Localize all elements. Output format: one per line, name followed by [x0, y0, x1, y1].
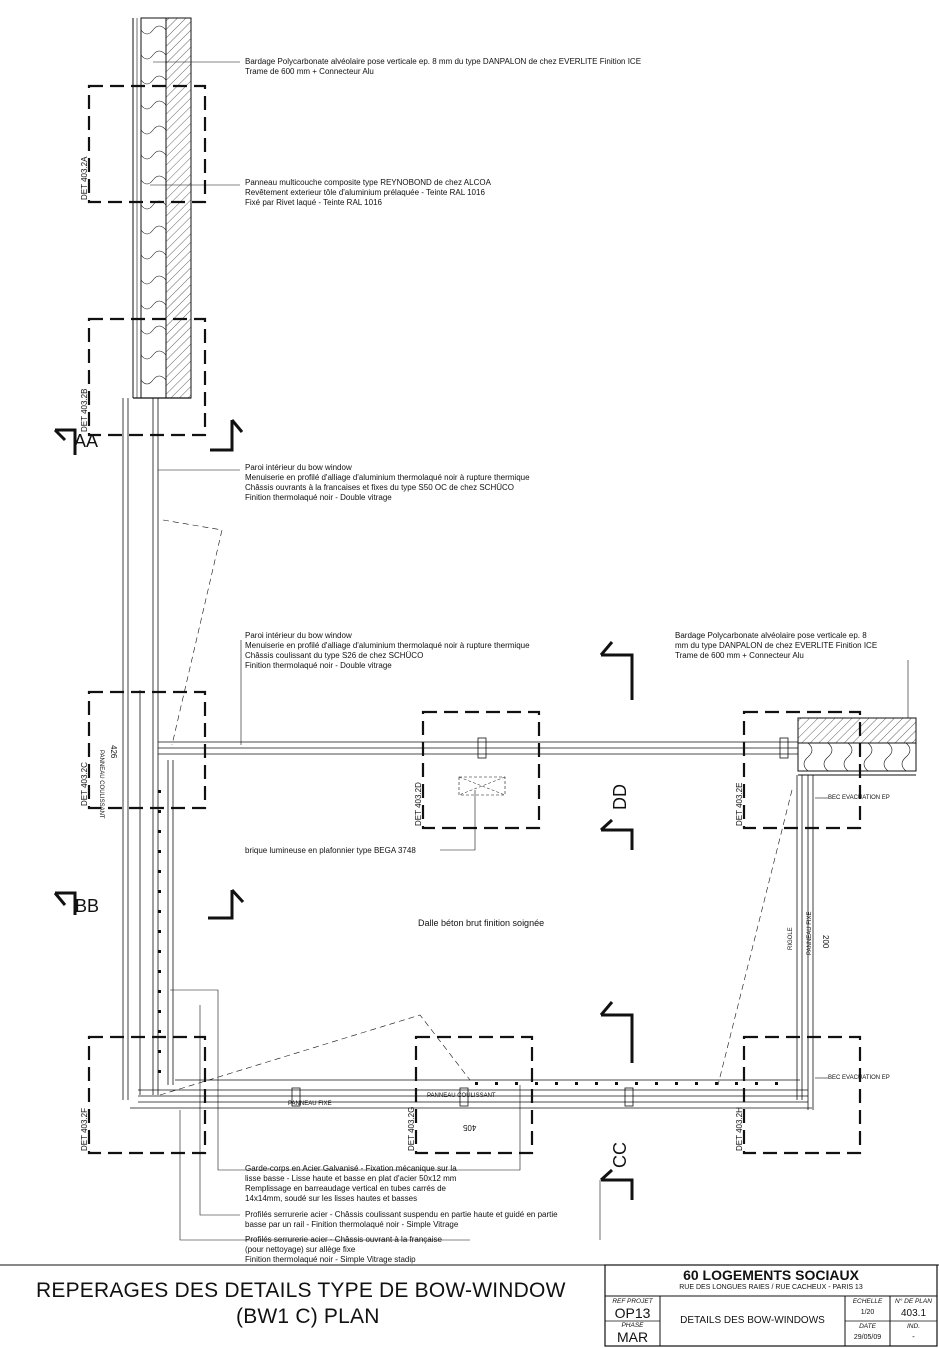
cartouche-address: RUE DES LONGUES RAIES / RUE CACHEUX - PA…: [679, 1284, 863, 1291]
label-bec-1: BEC EVACUATION EP: [828, 795, 890, 801]
detail-label-b: DET 403.2B: [80, 388, 89, 432]
section-mark-aa: [53, 419, 244, 455]
detail-label-d: DET 403.2D: [414, 782, 423, 826]
cartouche-ref-value: OP13: [614, 1305, 651, 1321]
detail-boxes: [87, 84, 862, 1155]
section-mark-dd: [599, 641, 634, 850]
label-panneau-fixe-vertical: PANNEAU FIXE: [807, 911, 813, 955]
note-garde-corps: Garde-corps en Acier Galvanisé - Fixatio…: [245, 1164, 457, 1203]
section-mark-cc: [599, 1001, 634, 1200]
detail-label-a: DET 403.2A: [80, 156, 89, 200]
cartouche-frame: [604, 1264, 938, 1347]
cartouche-ref-label: REF PROJET: [612, 1298, 653, 1305]
detail-label-f: DET 403.2F: [80, 1108, 89, 1151]
note-profiles-1: Profilés serrurerie acier - Châssis coul…: [245, 1210, 558, 1229]
section-mark-bb: [53, 888, 245, 920]
cartouche-project: 60 LOGEMENTS SOCIAUX: [683, 1267, 859, 1283]
detail-box-b: [87, 317, 207, 437]
cartouche-ind-value: -: [912, 1332, 915, 1341]
note-profiles-2: Profilés serrurerie acier - Châssis ouvr…: [245, 1235, 442, 1264]
cartouche-date-label: DATE: [859, 1323, 876, 1330]
left-rail-dots: [158, 790, 161, 1073]
section-label-cc: CC: [610, 1142, 630, 1168]
label-bec-2: BEC EVACUATION EP: [828, 1075, 890, 1081]
detail-box-f: [87, 1035, 207, 1155]
cartouche-ind-label: IND.: [907, 1323, 920, 1330]
cartouche-phase-label: PHASE: [621, 1322, 644, 1329]
note-dalle: Dalle béton brut finition soignée: [418, 918, 545, 928]
right-chassis: [796, 775, 814, 1110]
detail-box-d: [421, 710, 541, 830]
detail-box-e: [742, 710, 862, 830]
detail-box-a: [87, 84, 207, 204]
leader-lines: [150, 61, 909, 1241]
cartouche-plan-value: 403.1: [900, 1308, 927, 1319]
cartouche-phase-value: MAR: [616, 1329, 649, 1345]
cartouche-echelle-value: 1/20: [860, 1309, 875, 1316]
label-rigole: RIGOLE: [788, 927, 794, 950]
detail-box-g: [414, 1035, 534, 1155]
detail-box-c: [87, 690, 207, 810]
note-bardage-right: Bardage Polycarbonate alvéolaire pose ve…: [675, 631, 878, 660]
dimension-426: 426: [109, 745, 118, 759]
door-swing-bottom: [159, 1014, 471, 1096]
top-chassis: [158, 737, 798, 759]
door-swing-left: [162, 519, 223, 746]
bottom-rail-dots: [475, 1082, 778, 1085]
cartouche-echelle-label: ECHELLE: [852, 1298, 883, 1305]
label-panneau-coulissant-horizontal: PANNEAU COULISSANT: [427, 1093, 496, 1099]
detail-label-e: DET 403.2E: [735, 782, 744, 826]
detail-label-g: DET 403.2G: [407, 1106, 416, 1151]
wall-section-top: [132, 17, 192, 399]
bottom-chassis: [130, 1079, 812, 1109]
door-swing-right: [717, 789, 793, 1086]
note-brique: brique lumineuse en plafonnier type BEGA…: [245, 846, 416, 855]
cartouche-sheet-title: DETAILS DES BOW-WINDOWS: [680, 1315, 825, 1326]
left-chassis: [122, 398, 174, 1100]
cartouche-date-value: 29/05/09: [853, 1334, 882, 1341]
note-bardage-top: Bardage Polycarbonate alvéolaire pose ve…: [245, 57, 642, 76]
label-panneau-fixe-horizontal: PANNEAU FIXE: [288, 1101, 332, 1107]
cartouche-plan-label: N° DE PLAN: [895, 1298, 932, 1305]
drawing-title: REPERAGES DES DETAILS TYPE DE BOW-WINDOW…: [36, 1278, 566, 1330]
drawing-title-line2: (BW1 C) PLAN: [236, 1305, 380, 1328]
dimension-200: 200: [821, 935, 830, 949]
section-label-bb: BB: [75, 896, 100, 916]
dimension-405: 405: [463, 1123, 477, 1132]
drawing-title-line1: REPERAGES DES DETAILS TYPE DE BOW-WINDOW: [36, 1279, 566, 1302]
wall-section-right: [797, 717, 917, 776]
detail-label-c: DET 403.2C: [80, 762, 89, 806]
detail-box-h: [742, 1035, 862, 1155]
section-label-dd: DD: [610, 784, 630, 810]
detail-label-h: DET 403.2H: [735, 1107, 744, 1151]
bega-light: [458, 776, 506, 796]
section-label-aa: AA: [74, 431, 99, 451]
note-panneau-composite: Panneau multicouche composite type REYNO…: [245, 178, 491, 207]
label-panneau-coulissant-vertical: PANNEAU COULISSANT: [98, 750, 104, 819]
